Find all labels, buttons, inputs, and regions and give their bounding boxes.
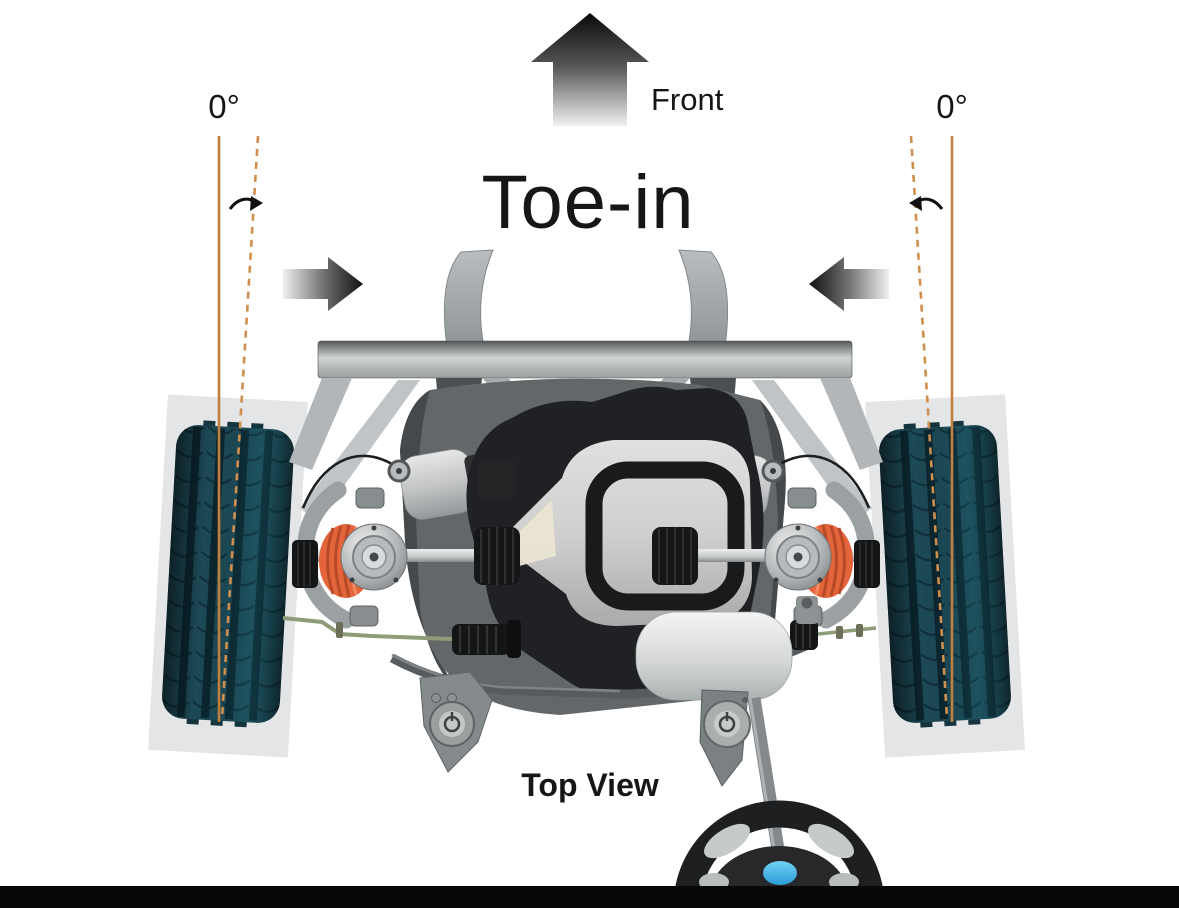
left-upper-bushing xyxy=(355,487,385,509)
left-toe-arrow-icon xyxy=(283,257,363,311)
left-inner-cv-boot xyxy=(474,527,520,585)
subframe-shadow-right xyxy=(700,400,786,700)
right-zero-degree-label: 0° xyxy=(936,88,968,125)
left-toe-angle-dashed-line xyxy=(220,135,260,719)
steering-rack-housing xyxy=(635,611,793,701)
left-zero-degree-label: 0° xyxy=(208,88,240,125)
right-brake-line xyxy=(779,454,871,509)
right-brake-fitting-center xyxy=(770,468,776,474)
left-spoke-gap xyxy=(704,823,750,859)
left-suspension xyxy=(292,481,520,629)
transmission-seal-ring xyxy=(585,461,745,611)
steering-and-sway xyxy=(282,596,877,864)
right-tire xyxy=(879,420,1011,728)
left-outer-cv-boot xyxy=(292,540,318,588)
left-rack-boot xyxy=(452,620,521,658)
left-tire xyxy=(162,420,294,728)
right-bumper-blade xyxy=(678,249,729,348)
right-spoke-gap xyxy=(808,823,854,859)
right-tie-rod-collar2 xyxy=(856,624,863,637)
front-label: Front xyxy=(651,82,724,117)
left-wheel xyxy=(148,394,308,758)
right-toe-arrow-icon xyxy=(809,257,889,311)
right-hub xyxy=(764,523,832,591)
right-wheel xyxy=(865,394,1025,758)
left-mount-bracket xyxy=(419,671,493,773)
right-suspension xyxy=(652,481,880,629)
crossmember-bar xyxy=(317,340,853,379)
left-brake-fitting-center xyxy=(396,468,402,474)
left-valve-cover xyxy=(478,460,516,498)
right-tie-rod-collar xyxy=(836,626,843,639)
alignment-reference-lines xyxy=(217,135,954,722)
footer-bar xyxy=(0,886,1179,908)
top-view-label: Top View xyxy=(521,767,659,803)
right-upper-bushing xyxy=(787,487,817,509)
diagram-title: Toe-in xyxy=(482,160,695,245)
left-brake-line xyxy=(301,454,393,509)
left-tie-rod-collar xyxy=(336,622,343,638)
right-inner-cv-boot xyxy=(652,527,698,585)
front-direction-arrow-icon xyxy=(531,13,649,126)
left-bumper-blade xyxy=(443,249,494,348)
right-rack-boot xyxy=(790,620,818,650)
steering-column xyxy=(747,696,787,864)
steering-column-highlight xyxy=(748,697,778,863)
right-outer-cv-boot xyxy=(854,540,880,588)
steering-emblem xyxy=(763,861,797,885)
left-hub xyxy=(340,523,408,591)
column-bracket xyxy=(699,689,751,787)
right-toe-angle-dashed-line xyxy=(909,135,949,719)
left-lower-bushing xyxy=(349,605,379,627)
right-tie-rod xyxy=(817,626,877,636)
